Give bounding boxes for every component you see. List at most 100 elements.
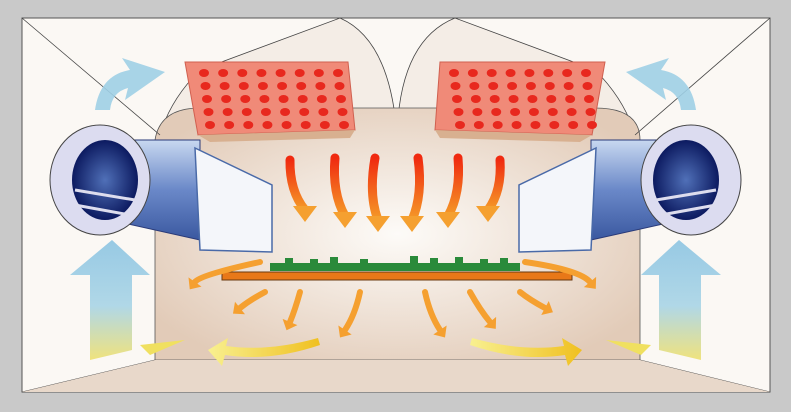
heater-dot xyxy=(492,121,503,129)
pcb-component xyxy=(330,257,338,263)
heater-dot xyxy=(319,121,330,129)
heater-dot xyxy=(508,95,519,103)
heater-dot xyxy=(549,121,560,129)
warm-air-arrow-head xyxy=(232,301,245,315)
pcb-board xyxy=(221,271,573,281)
heater-dot xyxy=(568,121,579,129)
heater-dot xyxy=(562,69,573,77)
return-air-arrow-right xyxy=(470,338,582,366)
heater-dot xyxy=(318,108,329,116)
heater-dot xyxy=(528,108,539,116)
cool-air-arrow-top-left xyxy=(95,58,165,110)
cool-air-arrow-top-right xyxy=(626,58,696,110)
heater-dot xyxy=(339,121,349,129)
hot-air-arrow-head xyxy=(476,206,500,222)
heater-dot xyxy=(488,82,499,90)
hot-air-arrow-head xyxy=(436,212,460,228)
hot-air-arrow-shaft xyxy=(407,153,424,225)
heater-dot xyxy=(470,95,481,103)
heater-dot xyxy=(199,69,209,77)
warm-air-arrow-head xyxy=(188,277,202,290)
heater-dot xyxy=(473,121,484,129)
heater-dot xyxy=(563,82,574,90)
heater-dot xyxy=(449,69,459,77)
heater-dot xyxy=(450,82,461,90)
heater-dot xyxy=(337,108,348,116)
heater-dot xyxy=(203,108,214,116)
pcb-component xyxy=(500,258,508,263)
heater-dot xyxy=(257,82,268,90)
heater-dot xyxy=(243,121,254,129)
heater-dot xyxy=(275,69,286,77)
hot-air-arrows xyxy=(285,153,505,232)
warm-air-arrow-head xyxy=(433,325,447,338)
heater-dot xyxy=(582,82,593,90)
warm-air-arrow-shaft xyxy=(467,289,493,325)
heater-dot xyxy=(581,69,591,77)
warm-air-arrow-shaft xyxy=(522,259,593,285)
heater-dot xyxy=(256,69,267,77)
oven-floor xyxy=(22,360,770,392)
heater-dot xyxy=(241,108,252,116)
pcb-components xyxy=(270,263,520,271)
heater-left xyxy=(184,61,356,142)
heater-dot xyxy=(202,95,212,103)
heater-dot xyxy=(333,69,343,77)
heater-dot xyxy=(278,95,289,103)
heater-dot xyxy=(294,69,305,77)
heater-dot xyxy=(525,82,536,90)
heater-dot xyxy=(219,82,230,90)
heater-dot xyxy=(469,82,480,90)
heater-dot xyxy=(297,95,308,103)
heater-dot xyxy=(205,121,215,129)
heater-dot xyxy=(277,82,288,90)
heater-dot xyxy=(544,82,555,90)
heater-dot xyxy=(565,95,576,103)
cool-air-arrow-bottom-right xyxy=(641,240,721,360)
pcb-component xyxy=(310,259,318,263)
heater-dot xyxy=(566,108,577,116)
heater-dot xyxy=(300,121,311,129)
heater-dot xyxy=(237,69,248,77)
pcb-component xyxy=(480,259,488,263)
warm-air-arrow-head xyxy=(338,325,352,338)
warm-air-arrow-head xyxy=(541,300,553,316)
heater-dot xyxy=(491,108,502,116)
pcb-component-parts xyxy=(285,256,508,263)
warm-air-arrow-shaft xyxy=(192,259,263,285)
pcb-component xyxy=(360,259,368,263)
heater-dot xyxy=(587,121,597,129)
heater-dot xyxy=(260,108,271,116)
heater-dot xyxy=(524,69,535,77)
cool-air-arrow-bottom-left xyxy=(70,240,150,360)
heater-dot xyxy=(585,108,596,116)
heater-dot xyxy=(467,69,478,77)
warm-air-arrow-head xyxy=(583,276,597,289)
heater-dot xyxy=(530,121,541,129)
heater-right xyxy=(434,61,606,142)
warm-air-arrow-head xyxy=(282,318,298,331)
pcb-component xyxy=(455,257,463,263)
heater-dot xyxy=(505,69,516,77)
heater-dot xyxy=(296,82,307,90)
return-air-arrow-corner-right xyxy=(606,340,651,355)
warm-air-arrow-shaft xyxy=(237,289,268,311)
return-air-arrow-left xyxy=(208,338,320,366)
pcb-component xyxy=(285,258,293,263)
hot-air-arrow-head xyxy=(366,216,390,232)
deflector-left xyxy=(194,146,273,253)
heater-dot xyxy=(334,82,345,90)
heater-dot xyxy=(584,95,594,103)
heater-dot xyxy=(511,121,522,129)
heater-dot xyxy=(507,82,518,90)
hot-air-arrow-head xyxy=(400,216,424,232)
heater-dot xyxy=(455,121,465,129)
heater-dot xyxy=(489,95,500,103)
heater-dot xyxy=(281,121,292,129)
heater-dot xyxy=(313,69,324,77)
heater-dot xyxy=(200,82,211,90)
warm-air-arrow-head xyxy=(483,316,497,329)
warm-air-arrow-shaft xyxy=(287,289,303,325)
